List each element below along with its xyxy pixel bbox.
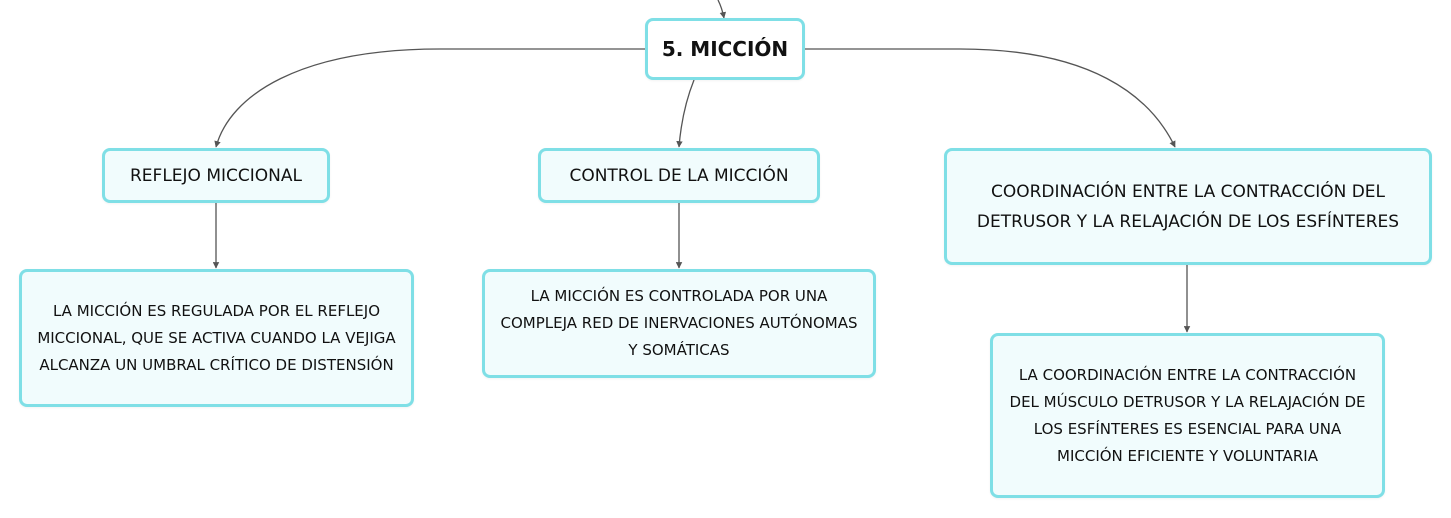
detail-node-control-de-la-miccion[interactable]: LA MICCIÓN ES CONTROLADA POR UNA COMPLEJ…	[482, 269, 876, 378]
topic-node-control-de-la-miccion[interactable]: CONTROL DE LA MICCIÓN	[538, 148, 820, 203]
root-node[interactable]: 5. MICCIÓN	[645, 18, 805, 80]
connector-root-to-reflejo	[214, 48, 645, 148]
topic-node-label: CONTROL DE LA MICCIÓN	[569, 165, 789, 186]
detail-node-text: LA COORDINACIÓN ENTRE LA CONTRACCIÓN DEL…	[1009, 365, 1366, 465]
topic-node-label: REFLEJO MICCIONAL	[130, 165, 302, 186]
detail-node-text: LA MICCIÓN ES CONTROLADA POR UNA COMPLEJ…	[500, 287, 858, 359]
topic-node-reflejo-miccional[interactable]: REFLEJO MICCIONAL	[102, 148, 330, 203]
topic-node-label: COORDINACIÓN ENTRE LA CONTRACCIÓN DEL DE…	[976, 181, 1400, 232]
detail-node-reflejo-miccional[interactable]: LA MICCIÓN ES REGULADA POR EL REFLEJO MI…	[19, 269, 414, 407]
connector-root-to-coord	[805, 48, 1176, 148]
detail-node-coordinacion[interactable]: LA COORDINACIÓN ENTRE LA CONTRACCIÓN DEL…	[990, 333, 1385, 498]
topic-node-coordinacion[interactable]: COORDINACIÓN ENTRE LA CONTRACCIÓN DEL DE…	[944, 148, 1432, 265]
connector-root-to-control	[676, 79, 695, 148]
root-node-label: 5. MICCIÓN	[661, 37, 789, 61]
detail-node-text: LA MICCIÓN ES REGULADA POR EL REFLEJO MI…	[37, 301, 396, 374]
connector-parent-to-root	[717, 0, 727, 19]
